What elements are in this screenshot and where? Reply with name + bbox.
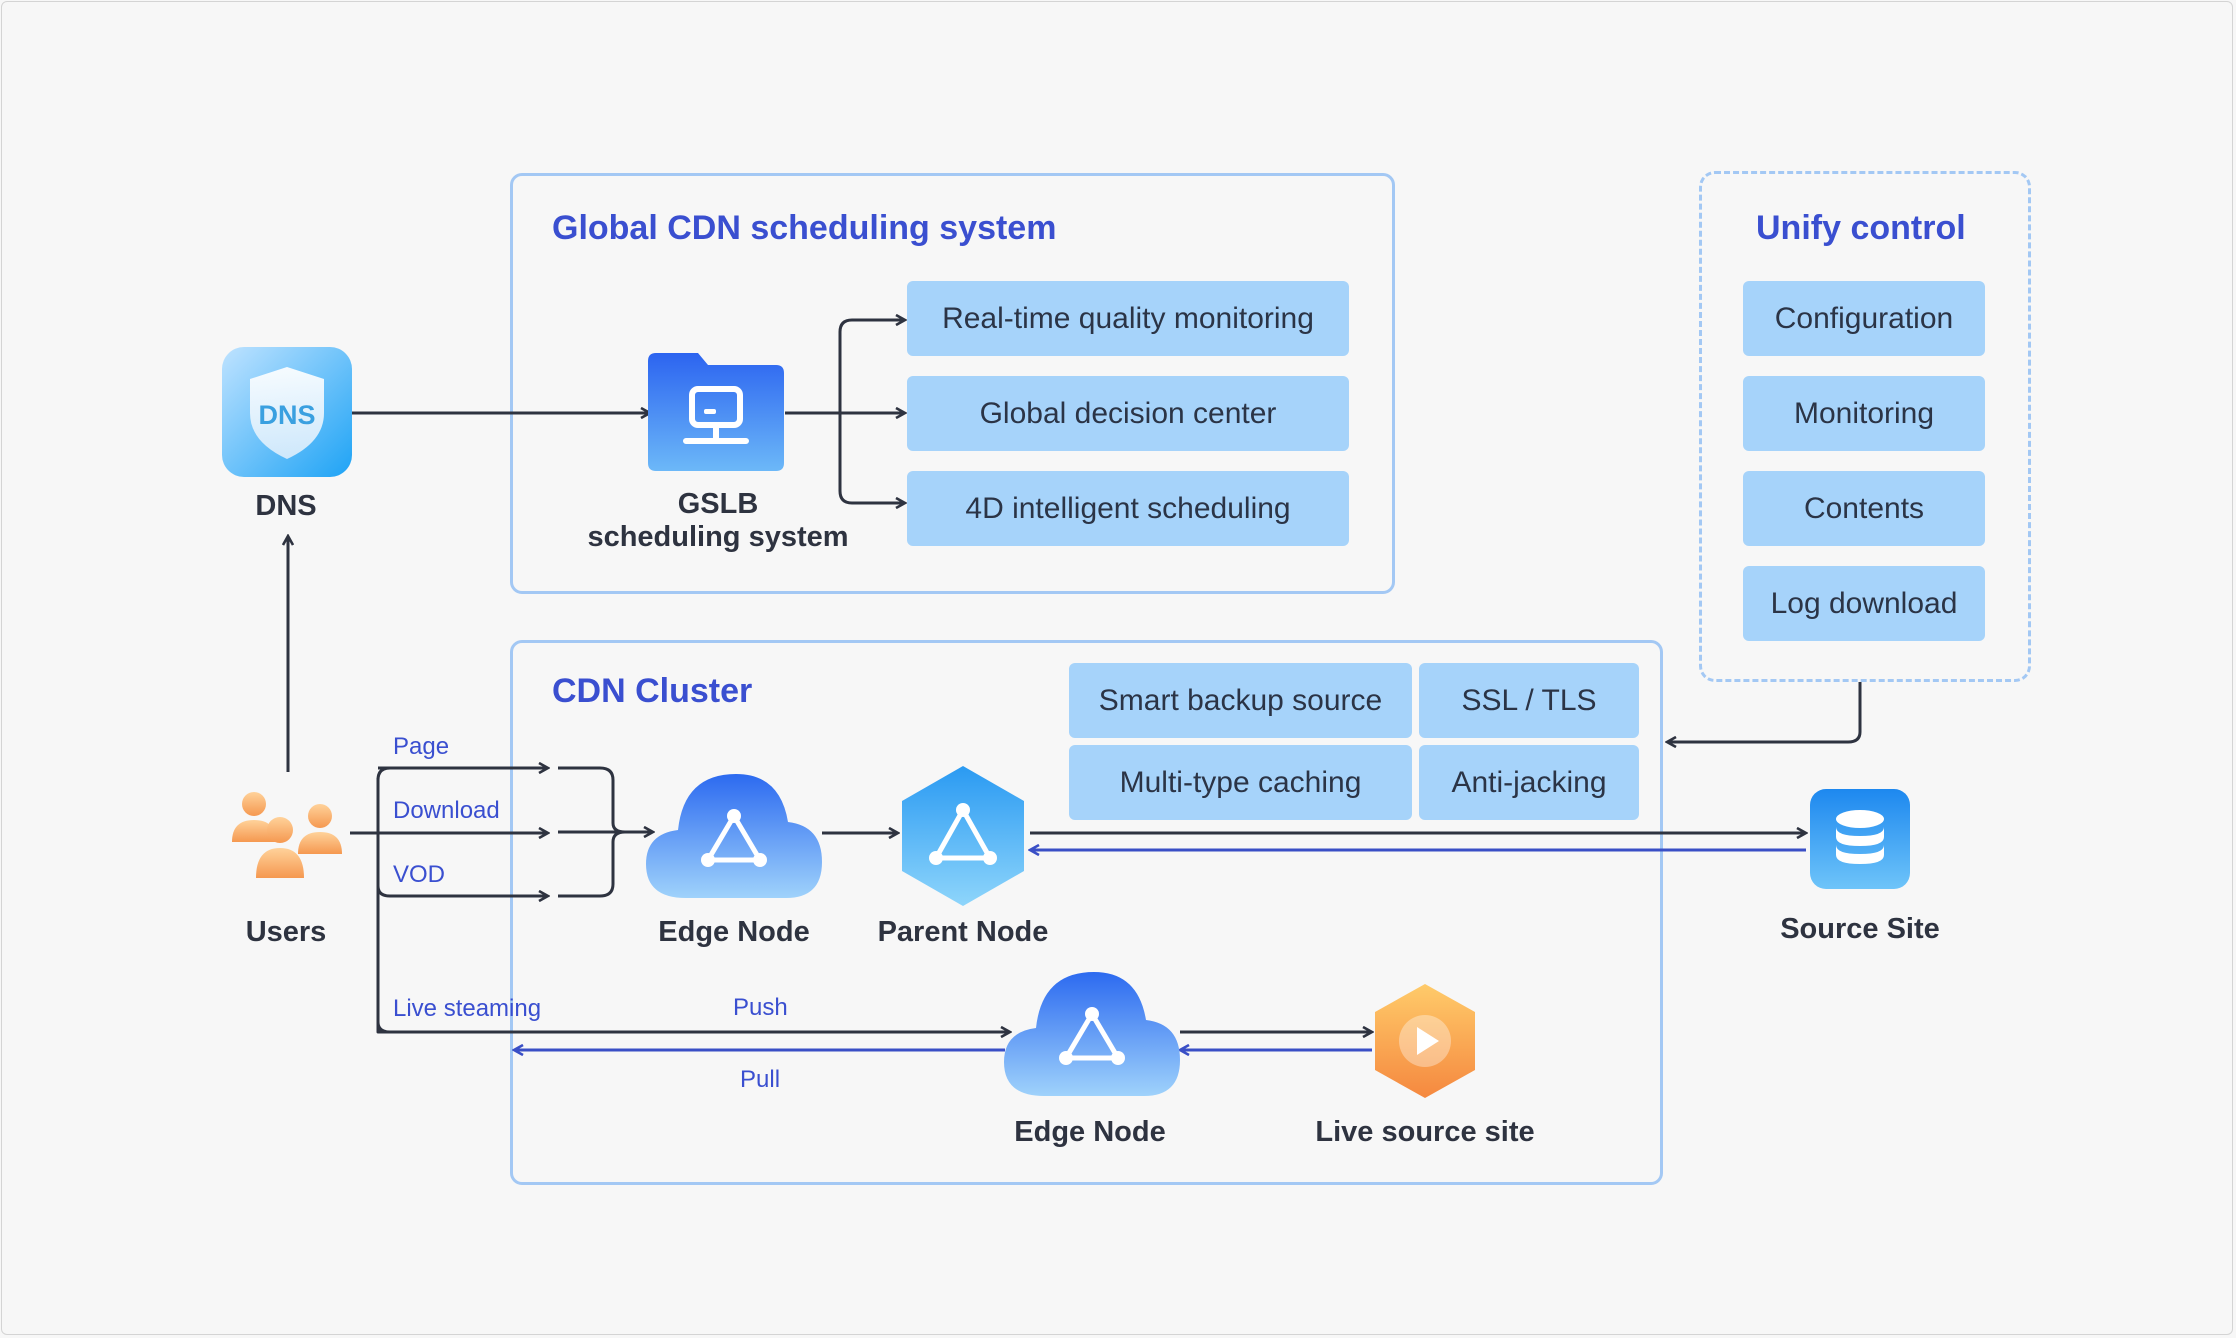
merge-top	[558, 766, 626, 834]
dns-badge-text: DNS	[258, 400, 315, 430]
hexagon-network-icon	[902, 766, 1024, 906]
chip-multitype-caching: Multi-type caching	[1069, 745, 1412, 820]
control-title: Unify control	[1756, 209, 1966, 247]
cluster-panel	[510, 640, 1663, 1185]
cloud-network-icon	[646, 774, 822, 898]
chip-ssl-tls: SSL / TLS	[1419, 663, 1639, 738]
gslb-branch-bottom	[838, 413, 905, 503]
flow-download: Download	[393, 797, 500, 824]
edge-node-label: Edge Node	[658, 916, 810, 948]
server-folder-icon	[648, 353, 784, 471]
live-push-arrow	[376, 1022, 1010, 1032]
dns-shield-icon: DNS	[222, 347, 352, 477]
gslb-branch-top	[838, 320, 905, 413]
flow-vod: VOD	[393, 861, 446, 888]
flow-live: Live steaming	[393, 995, 542, 1022]
parent-node-label: Parent Node	[877, 916, 1049, 948]
live-source-label: Live source site	[1315, 1116, 1535, 1148]
chip-log-download: Log download	[1743, 566, 1985, 641]
users-label: Users	[245, 916, 327, 948]
chip-realtime-monitoring: Real-time quality monitoring	[907, 281, 1349, 356]
scheduling-panel	[510, 173, 1395, 594]
flow-push: Push	[733, 994, 788, 1021]
chip-global-decision: Global decision center	[907, 376, 1349, 451]
gslb-label-line2: scheduling system	[587, 521, 849, 553]
dns-label: DNS	[255, 490, 317, 522]
source-site-label: Source Site	[1780, 913, 1940, 945]
database-icon	[1810, 789, 1910, 889]
chip-configuration: Configuration	[1743, 281, 1985, 356]
users-bus	[376, 766, 391, 1034]
cloud-network-icon	[1004, 972, 1180, 1096]
scheduling-title: Global CDN scheduling system	[552, 209, 1057, 247]
chip-4d-scheduling: 4D intelligent scheduling	[907, 471, 1349, 546]
play-hexagon-icon	[1375, 984, 1475, 1098]
flow-pull: Pull	[740, 1066, 781, 1093]
chip-anti-jacking: Anti-jacking	[1419, 745, 1639, 820]
cluster-title: CDN Cluster	[552, 672, 753, 710]
gslb-label-line1: GSLB	[677, 488, 759, 520]
edge-node-live-label: Edge Node	[1014, 1116, 1166, 1148]
control-panel	[1699, 171, 2031, 682]
merge-bottom	[558, 830, 626, 898]
chip-smart-backup: Smart backup source	[1069, 663, 1412, 738]
chip-contents: Contents	[1743, 471, 1985, 546]
chip-monitoring: Monitoring	[1743, 376, 1985, 451]
vod-arrow	[376, 778, 548, 896]
control-to-cluster-arrow	[1667, 682, 1862, 742]
users-group-icon	[232, 792, 342, 878]
flow-page: Page	[393, 733, 450, 760]
